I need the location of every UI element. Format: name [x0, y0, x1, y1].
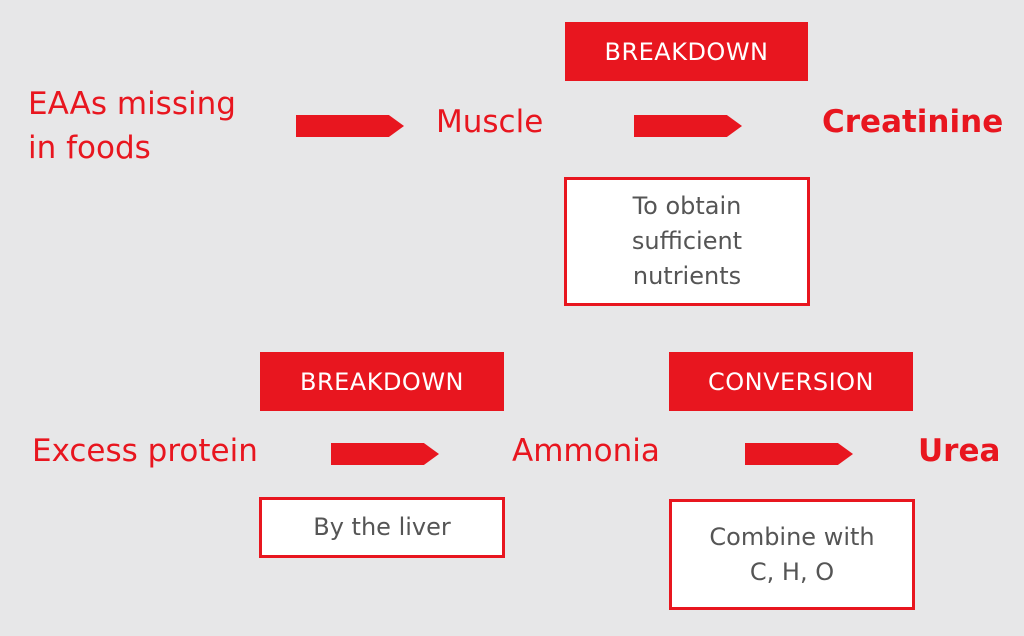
process-label-text: BREAKDOWN: [299, 367, 464, 396]
node-muscle: Muscle: [436, 104, 544, 140]
source-excess-protein: Excess protein: [32, 433, 258, 469]
node-creatinine: Creatinine: [822, 104, 1004, 140]
arrow-right-icon: [331, 443, 439, 465]
note-text: By the liver: [313, 513, 451, 542]
process-label-breakdown: BREAKDOWN: [260, 352, 504, 411]
node-urea: Urea: [918, 433, 1001, 469]
process-label-text: BREAKDOWN: [604, 37, 769, 66]
arrow-right-icon: [745, 443, 853, 465]
note-text: Combine with C, H, O: [709, 522, 875, 586]
note-box: By the liver: [259, 497, 505, 558]
node-ammonia: Ammonia: [512, 433, 660, 469]
process-label-conversion: CONVERSION: [669, 352, 913, 411]
arrow-right-icon: [634, 115, 742, 137]
note-text: To obtain sufficient nutrients: [631, 192, 743, 290]
source-eaas-missing: EAAs missing in foods: [28, 86, 236, 167]
process-label-breakdown: BREAKDOWN: [565, 22, 808, 81]
arrow-right-icon: [296, 115, 404, 137]
note-box: Combine with C, H, O: [669, 499, 915, 610]
note-box: To obtain sufficient nutrients: [564, 177, 810, 306]
process-label-text: CONVERSION: [707, 367, 874, 396]
